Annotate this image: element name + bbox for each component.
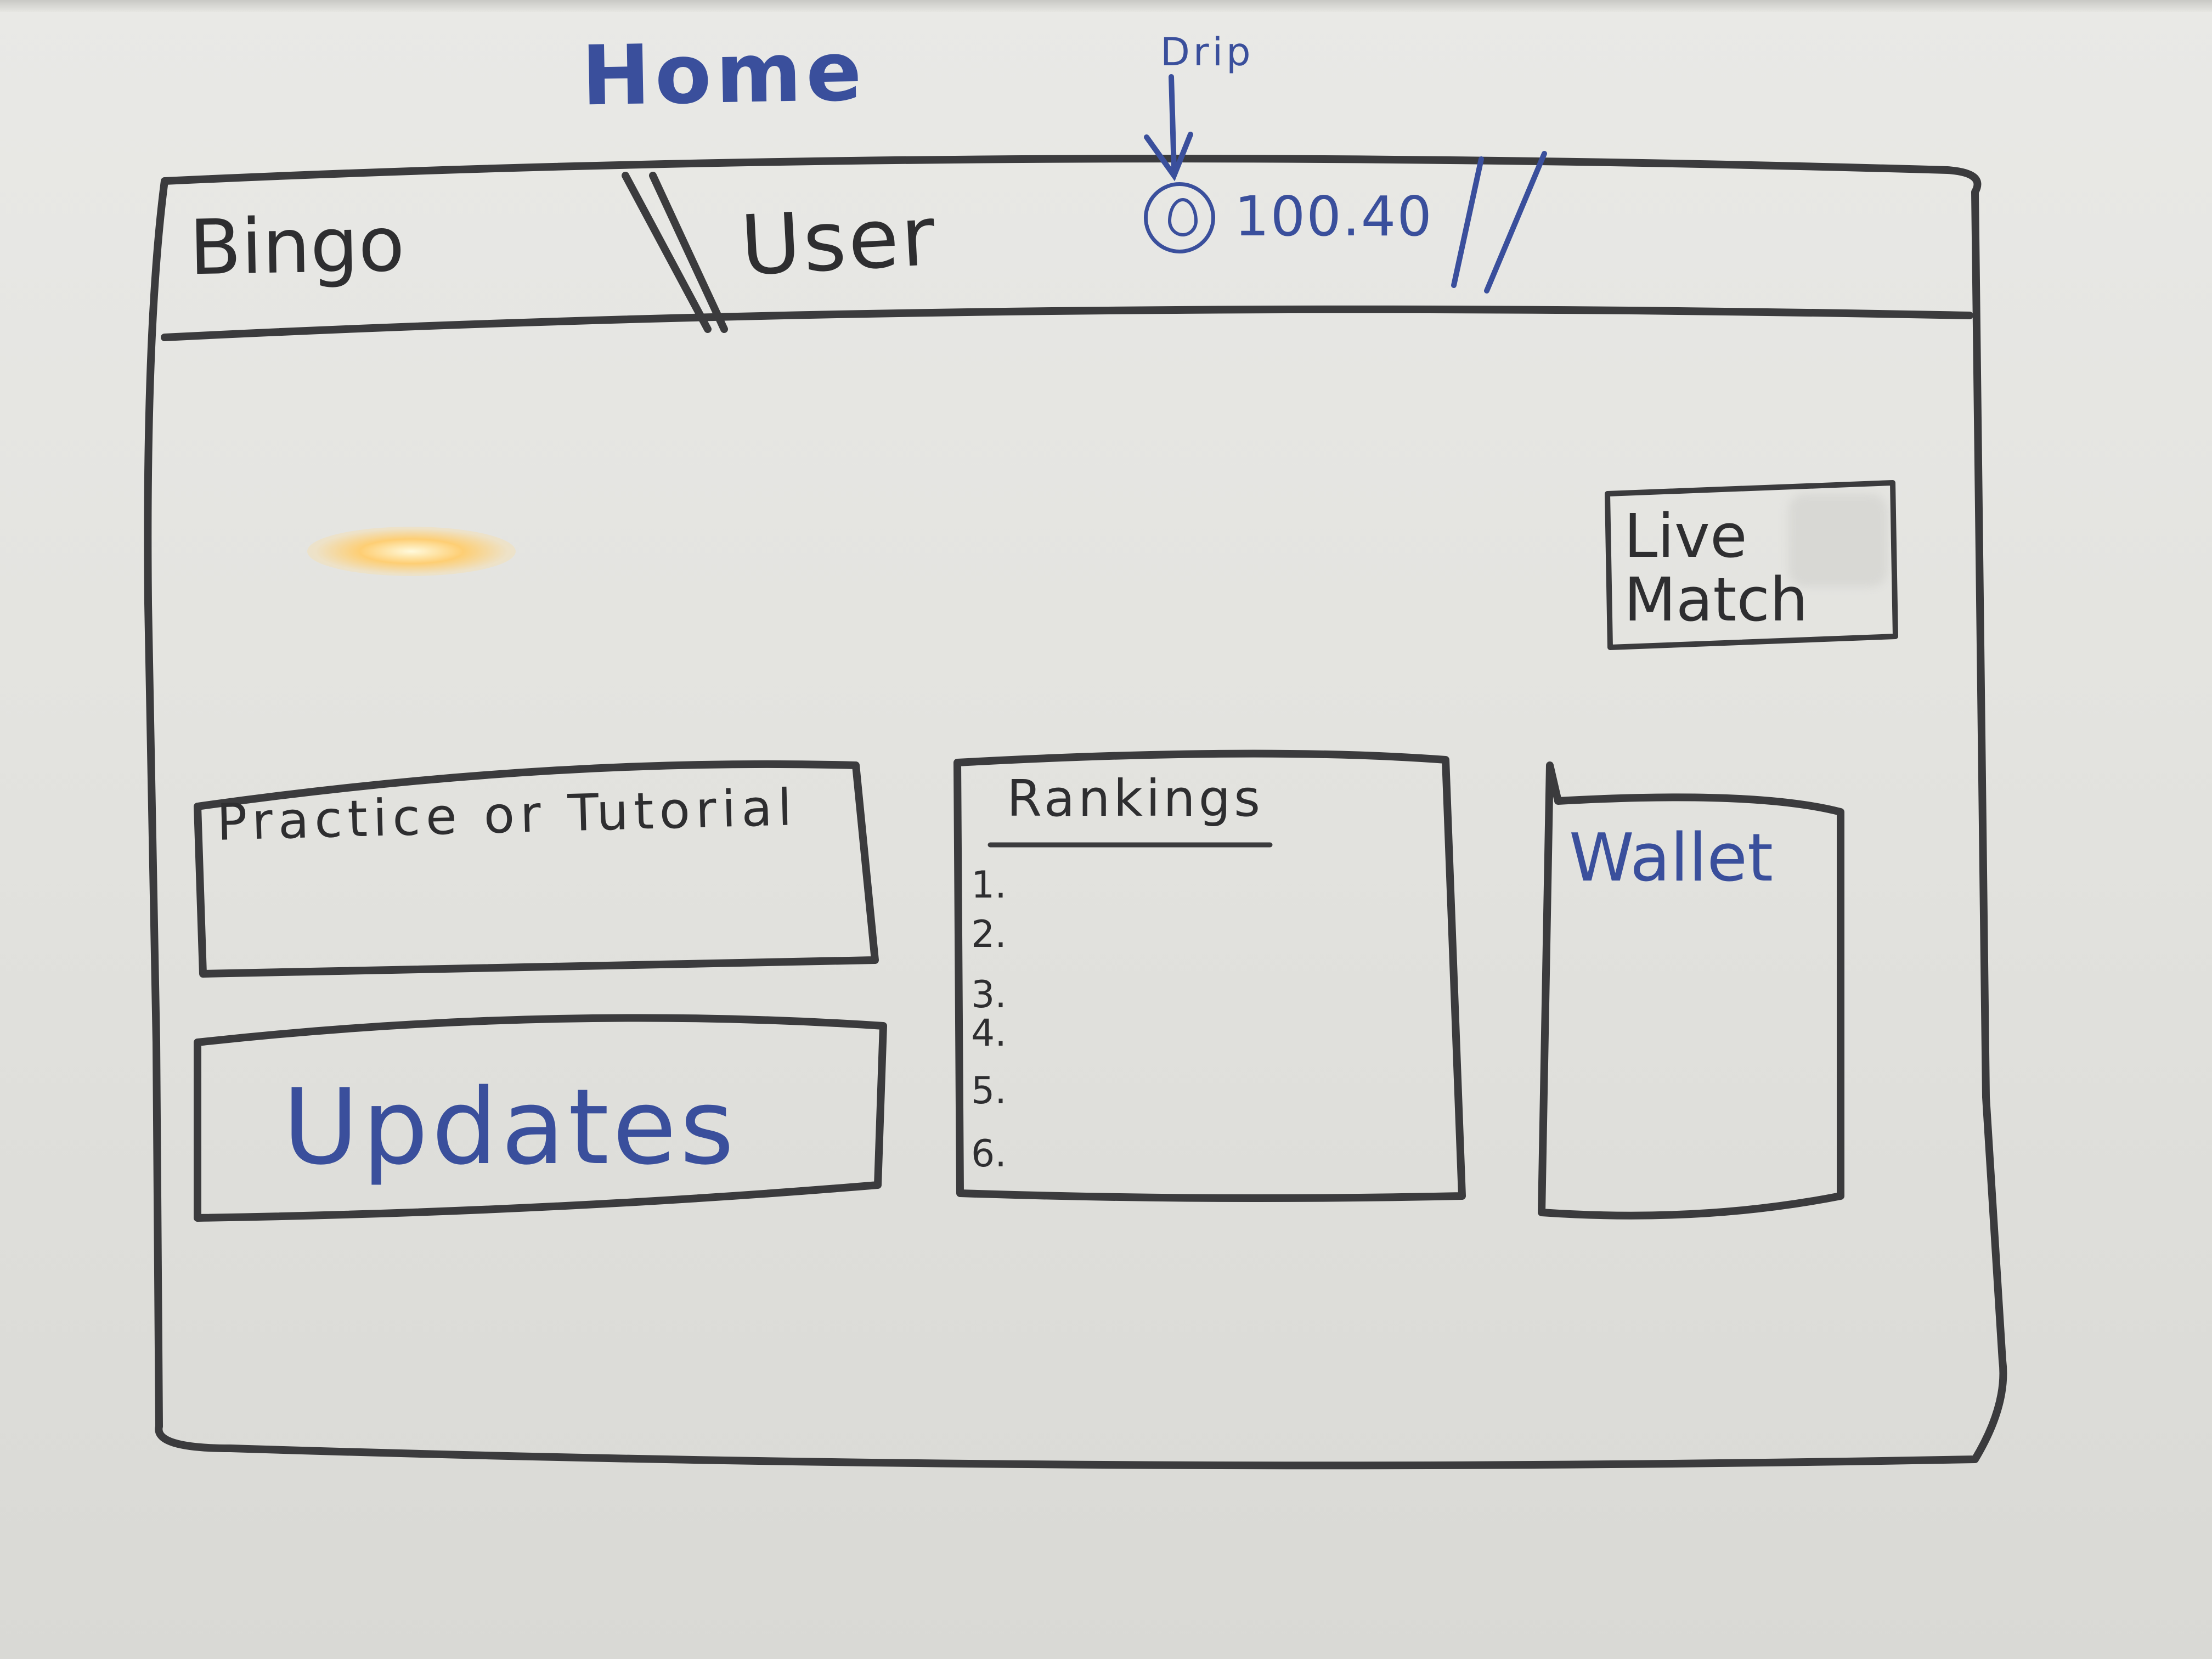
tab-divider-3 [1451,156,1484,288]
tab-divider-4 [1484,151,1547,294]
ranking-item-2: 2. [971,913,1007,956]
whiteboard-frame [0,0,2212,12]
rankings-box [953,749,1466,1202]
wallet-panel-title[interactable]: Wallet [1569,820,1774,896]
ranking-item-3: 3. [971,973,1007,1017]
live-match-box [1605,480,1898,650]
ranking-item-6: 6. [971,1132,1007,1176]
rankings-title: Rankings [1007,769,1264,828]
balance-value: 100.40 [1234,184,1433,249]
ranking-item-5: 5. [971,1069,1007,1113]
light-reflection [307,527,516,576]
annotation-arrow [1169,74,1177,173]
annotation-label: Drip [1160,30,1254,75]
coin-icon [1144,182,1215,253]
eraser-smudge [1788,494,1887,587]
updates-panel-title[interactable]: Updates [283,1066,738,1188]
page-title: Home [580,24,867,125]
practice-or-tutorial-button[interactable]: Practice or Tutorial [216,778,798,852]
outer-window-frame [144,155,2007,1470]
drop-icon [1168,198,1198,236]
ranking-item-1: 1. [971,864,1007,907]
wallet-box [1538,761,1844,1220]
header-bottom-line [161,305,1973,341]
tab-divider-1 [622,172,712,333]
live-match-button[interactable]: Live Match [1624,501,1808,635]
practice-box [194,760,879,978]
tab-divider-2 [649,172,728,333]
updates-box [194,1014,887,1222]
ranking-item-4: 4. [971,1012,1007,1055]
annotation-arrowhead [1144,132,1193,182]
logo-text[interactable]: Bingo [188,200,405,292]
user-tab[interactable]: User [738,188,940,295]
